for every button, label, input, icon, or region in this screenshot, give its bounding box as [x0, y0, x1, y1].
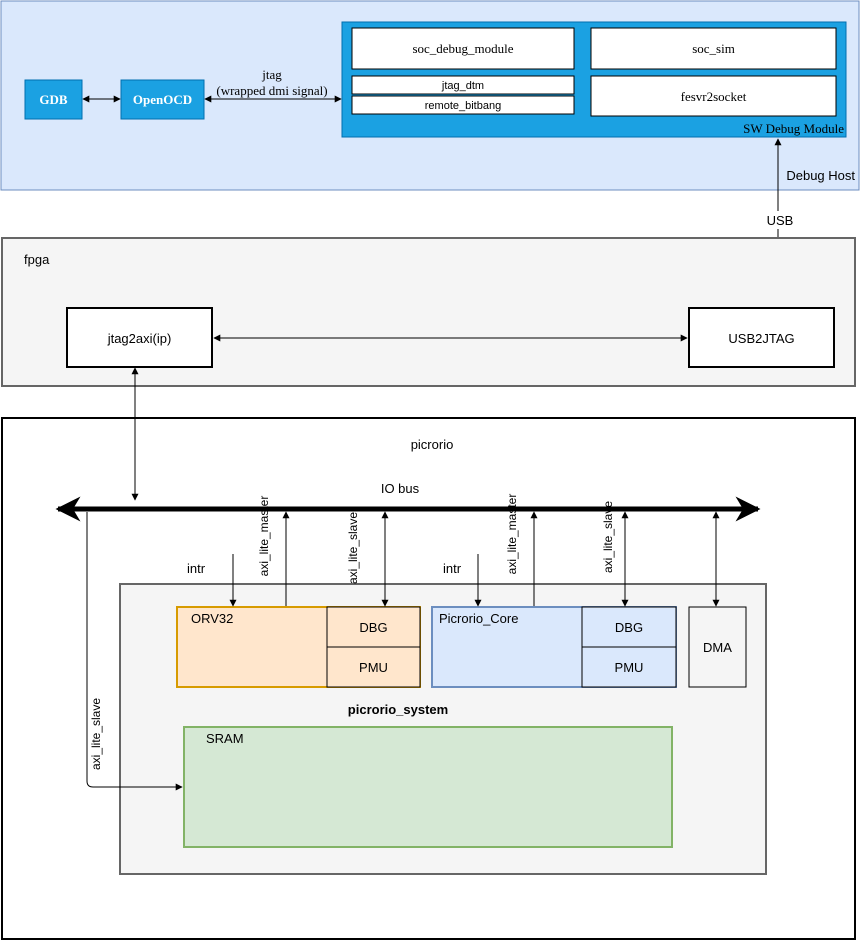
- orv32-dbg-label: DBG: [359, 620, 387, 635]
- orv32-pmu-label: PMU: [359, 660, 388, 675]
- jtag2axi-label: jtag2axi(ip): [107, 331, 172, 346]
- remote-bitbang-box: [351, 95, 575, 115]
- core-pmu-box[interactable]: [581, 646, 677, 688]
- master-1-label: axi_lite_master: [257, 496, 271, 577]
- jtag2axi-block[interactable]: jtag2axi(ip): [66, 307, 213, 368]
- dma-label: DMA: [703, 640, 732, 655]
- soc-debug-module-box: [351, 27, 575, 70]
- sram-box: [183, 726, 673, 848]
- master-2-label: axi_lite_master: [505, 494, 519, 575]
- orv32-block[interactable]: ORV32 DBG PMU: [176, 606, 421, 688]
- sw-debug-module-label: SW Debug Module: [743, 121, 844, 136]
- orv32-pmu-box[interactable]: [326, 646, 421, 688]
- debug-host-label: Debug Host: [786, 168, 855, 183]
- gdb-label: GDB: [39, 92, 68, 107]
- openocd-block[interactable]: OpenOCD: [120, 79, 205, 120]
- usb-label-bg: [762, 211, 796, 229]
- openocd-label: OpenOCD: [133, 92, 192, 107]
- fesvr2socket-block[interactable]: fesvr2socket: [590, 75, 837, 117]
- intr-1-label: intr: [187, 561, 206, 576]
- picrorio-system-label: picrorio_system: [348, 702, 448, 717]
- core-dbg-box[interactable]: [581, 606, 677, 648]
- usb2jtag-label: USB2JTAG: [728, 331, 794, 346]
- jtag2axi-box: [66, 307, 213, 368]
- usb-label: USB: [767, 213, 794, 228]
- openocd-box: [120, 79, 205, 120]
- usb2jtag-block[interactable]: USB2JTAG: [688, 307, 835, 368]
- slave-2-label: axi_lite_slave: [601, 501, 615, 573]
- soc-sim-block[interactable]: soc_sim: [590, 27, 837, 70]
- remote-bitbang-label: remote_bitbang: [425, 100, 501, 112]
- jtag-dtm-box: [351, 75, 575, 95]
- core-pmu-label: PMU: [615, 660, 644, 675]
- usb2jtag-box: [688, 307, 835, 368]
- sram-label: SRAM: [206, 731, 244, 746]
- jtag-dtm-block[interactable]: jtag_dtm: [351, 75, 575, 95]
- slave-1-label: axi_lite_slave: [346, 512, 360, 584]
- io-bus-label: IO bus: [381, 481, 420, 496]
- jtag-label: jtag: [261, 67, 282, 82]
- sw-debug-module: SW Debug Module soc_debug_module soc_sim…: [341, 21, 847, 138]
- gdb-block[interactable]: GDB: [24, 79, 83, 120]
- intr-2-label: intr: [443, 561, 462, 576]
- sram-bus-link: [86, 512, 183, 791]
- slave-sram-label: axi_lite_slave: [89, 698, 103, 770]
- core-block[interactable]: Picrorio_Core DBG PMU: [431, 606, 677, 688]
- wrapped-dmi-label: (wrapped dmi signal): [216, 83, 327, 98]
- core-dbg-label: DBG: [615, 620, 643, 635]
- orv32-dbg-box[interactable]: [326, 606, 421, 648]
- orv32-label: ORV32: [191, 611, 233, 626]
- soc-sim-label: soc_sim: [692, 41, 735, 56]
- soc-debug-module-label: soc_debug_module: [412, 41, 513, 56]
- fesvr2socket-label: fesvr2socket: [681, 89, 747, 104]
- fesvr2socket-box: [590, 75, 837, 117]
- core-label: Picrorio_Core: [439, 611, 518, 626]
- picrorio-label: picrorio: [411, 437, 454, 452]
- gdb-box: [24, 79, 83, 120]
- soc-debug-module-block[interactable]: soc_debug_module: [351, 27, 575, 70]
- remote-bitbang-block[interactable]: remote_bitbang: [351, 95, 575, 115]
- sram-block[interactable]: SRAM: [183, 726, 673, 848]
- dma-box: [688, 606, 747, 688]
- picrorio-system: picrorio_system ORV32 DBG PMU Picrorio_C…: [119, 583, 767, 875]
- fpga-label: fpga: [24, 252, 50, 267]
- dma-block[interactable]: DMA: [688, 606, 747, 688]
- jtag-dtm-label: jtag_dtm: [441, 80, 484, 92]
- soc-sim-box: [590, 27, 837, 70]
